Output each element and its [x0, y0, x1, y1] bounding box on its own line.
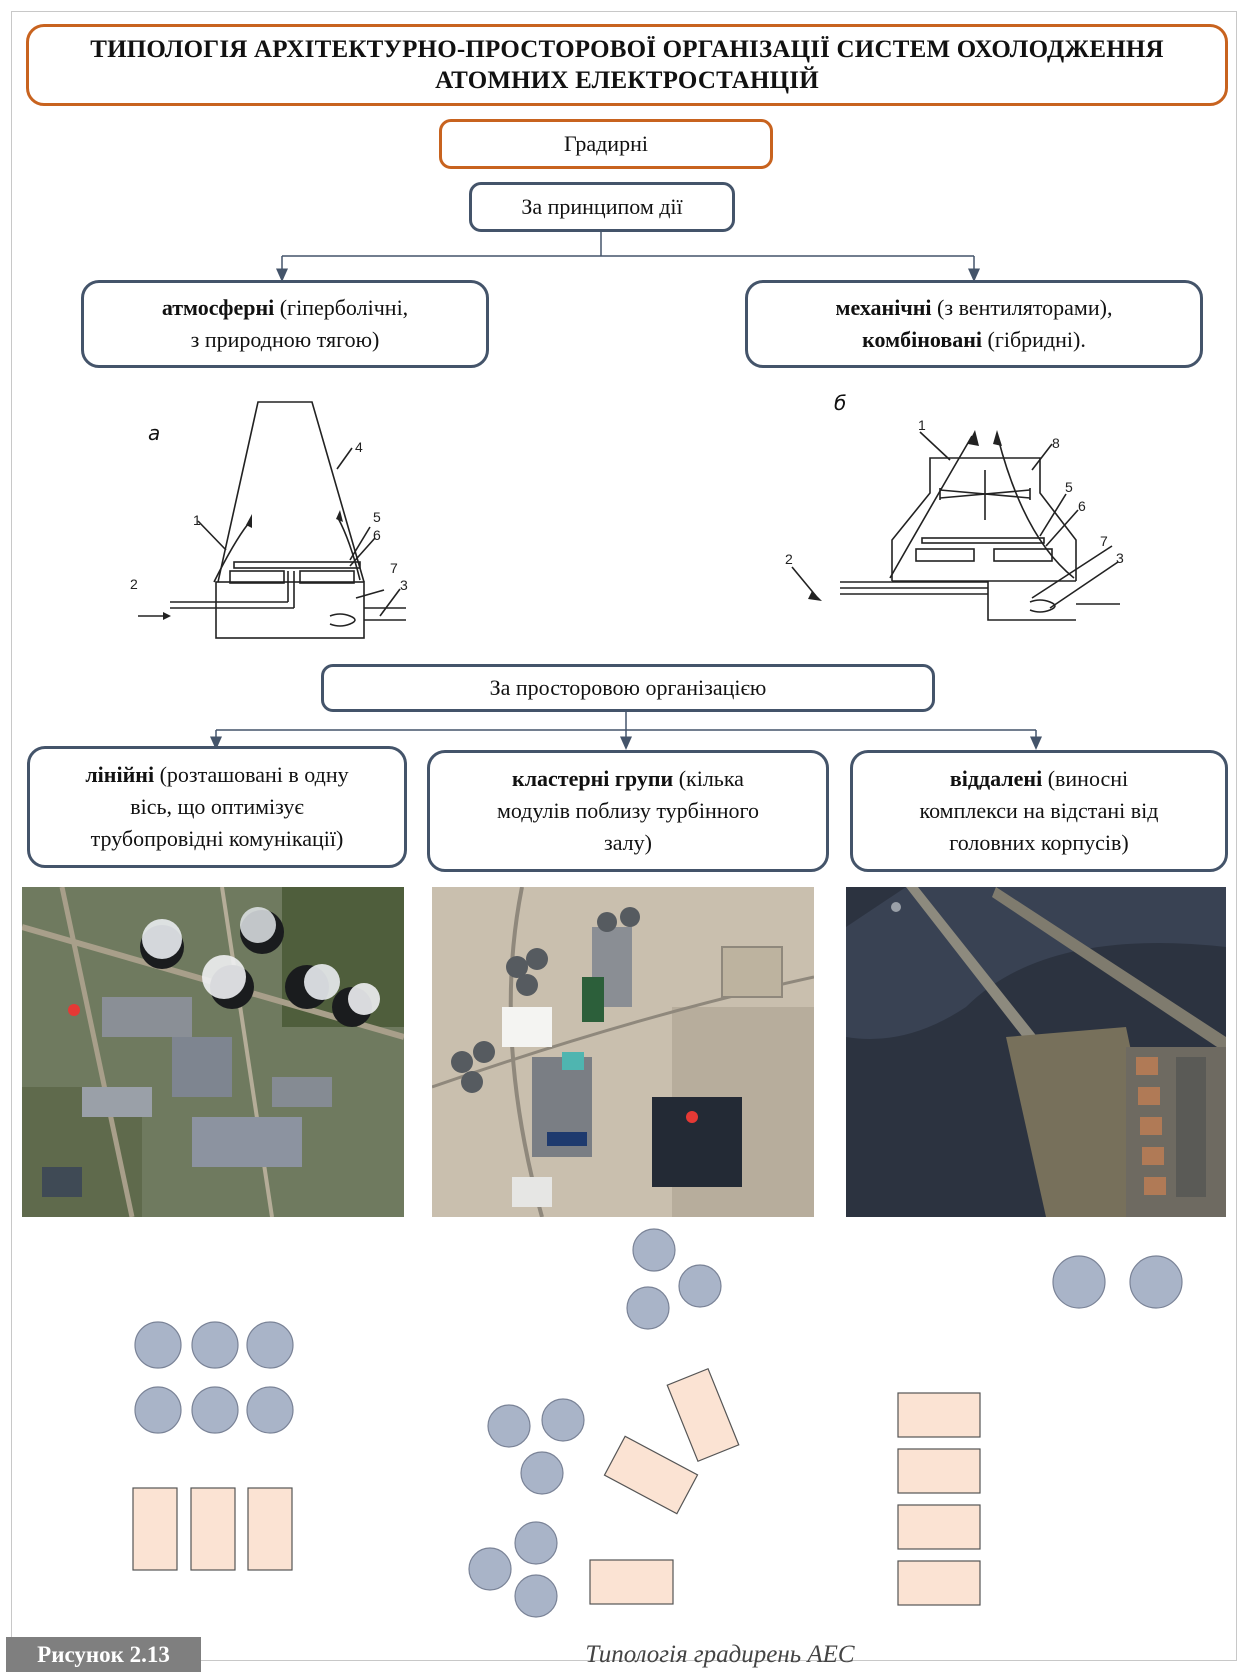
tower-circle-remote-1 [1052, 1255, 1106, 1309]
linear-text-1: (розташовані в одну [154, 762, 349, 787]
tower-circle-remote-2 [1129, 1255, 1183, 1309]
title-line-2: АТОМНИХ ЕЛЕКТРОСТАНЦІЙ [435, 67, 819, 94]
tower-circle-cluster-2 [678, 1264, 722, 1308]
subject-box: Градирні [439, 119, 773, 169]
cluster-bold: кластерні групи [512, 766, 674, 791]
scheme-b-letter: б [834, 391, 846, 415]
title-line-1: ТИПОЛОГІЯ АРХІТЕКТУРНО-ПРОСТОРОВОЇ ОРГАН… [90, 36, 1164, 63]
scheme-a-label-7: 7 [390, 560, 398, 576]
linear-text-3: трубопровідні комунікації) [90, 826, 344, 851]
building-cluster-3 [589, 1559, 674, 1605]
tower-circle-cluster-8 [468, 1547, 512, 1591]
building-remote-1 [897, 1392, 981, 1438]
tower-circle-cluster-4 [487, 1404, 531, 1448]
remote-bold: віддалені [949, 766, 1043, 791]
atmospheric-category-box: атмосферні (гіперболічні, з природною тя… [81, 280, 489, 368]
building-cluster-2 [603, 1435, 699, 1515]
combined-bold: комбіновані [862, 327, 983, 352]
scheme-b-label-3: 3 [1116, 550, 1124, 566]
scheme-b-label-8: 8 [1052, 435, 1060, 451]
building-linear-3 [247, 1487, 293, 1571]
tower-circle-linear-2 [191, 1321, 239, 1369]
tower-circle-linear-5 [191, 1386, 239, 1434]
linear-category-box: лінійні (розташовані в одну вісь, що опт… [27, 746, 407, 868]
satellite-image-remote [846, 887, 1226, 1217]
tower-circle-cluster-5 [541, 1398, 585, 1442]
tower-circle-cluster-7 [514, 1521, 558, 1565]
cluster-category-box: кластерні групи (кілька модулів поблизу … [427, 750, 829, 872]
scheme-b-label-1: 1 [918, 417, 926, 433]
remote-text-3: головних корпусів) [949, 830, 1129, 855]
scheme-b-label-6: 6 [1078, 498, 1086, 514]
tower-circle-linear-6 [246, 1386, 294, 1434]
tower-circle-cluster-6 [520, 1451, 564, 1495]
building-cluster-1 [666, 1367, 740, 1463]
tower-circle-cluster-3 [626, 1286, 670, 1330]
atmospheric-text-2: з природною тягою) [190, 327, 380, 352]
scheme-b-label-2: 2 [785, 551, 793, 567]
scheme-a-label-1: 1 [193, 512, 201, 528]
remote-text-2: комплекси на відстані від [919, 798, 1159, 823]
mechanical-bold: механічні [835, 295, 932, 320]
scheme-a-label-2: 2 [130, 576, 138, 592]
spatial-heading: За просторовою організацією [489, 675, 767, 700]
tower-circle-linear-3 [246, 1321, 294, 1369]
cluster-text-3: залу) [604, 830, 652, 855]
combined-text: (гібридні). [982, 327, 1086, 352]
scheme-b-label-5: 5 [1065, 479, 1073, 495]
building-remote-4 [897, 1560, 981, 1606]
spatial-heading-box: За просторовою організацією [321, 664, 935, 712]
building-remote-3 [897, 1504, 981, 1550]
satellite-image-linear [22, 887, 404, 1217]
scheme-a-label-5: 5 [373, 509, 381, 525]
remote-category-box: віддалені (виносні комплекси на відстані… [850, 750, 1228, 872]
atmospheric-bold: атмосферні [161, 295, 275, 320]
building-remote-2 [897, 1448, 981, 1494]
scheme-a-label-6: 6 [373, 527, 381, 543]
cluster-text-1: (кілька [673, 766, 744, 791]
principle-heading: За принципом дії [521, 194, 683, 219]
page-frame [11, 11, 1237, 1661]
linear-bold: лінійні [85, 762, 155, 787]
tower-circle-linear-4 [134, 1386, 182, 1434]
figure-caption: Типологія градирень АЕС [585, 1640, 855, 1668]
tower-circle-linear-1 [134, 1321, 182, 1369]
linear-text-2: вісь, що оптимізує [130, 794, 304, 819]
scheme-a-letter: а [148, 421, 160, 445]
scheme-b-label-7: 7 [1100, 533, 1108, 549]
subject-label: Градирні [564, 131, 648, 156]
building-linear-1 [132, 1487, 178, 1571]
remote-text-1: (виносні [1042, 766, 1129, 791]
tower-circle-cluster-9 [514, 1574, 558, 1618]
atmospheric-text-1: (гіперболічні, [274, 295, 409, 320]
principle-heading-box: За принципом дії [469, 182, 735, 232]
tower-circle-cluster-1 [632, 1228, 676, 1272]
mechanical-category-box: механічні (з вентиляторами), комбіновані… [745, 280, 1203, 368]
figure-number: Рисунок 2.13 [6, 1637, 201, 1672]
scheme-a-label-4: 4 [355, 439, 363, 455]
scheme-a-label-3: 3 [400, 577, 408, 593]
mechanical-text-1: (з вентиляторами), [931, 295, 1113, 320]
building-linear-2 [190, 1487, 236, 1571]
cluster-text-2: модулів поблизу турбінного [496, 798, 760, 823]
page-title: ТИПОЛОГІЯ АРХІТЕКТУРНО-ПРОСТОРОВОЇ ОРГАН… [26, 24, 1228, 106]
satellite-image-cluster [432, 887, 814, 1217]
